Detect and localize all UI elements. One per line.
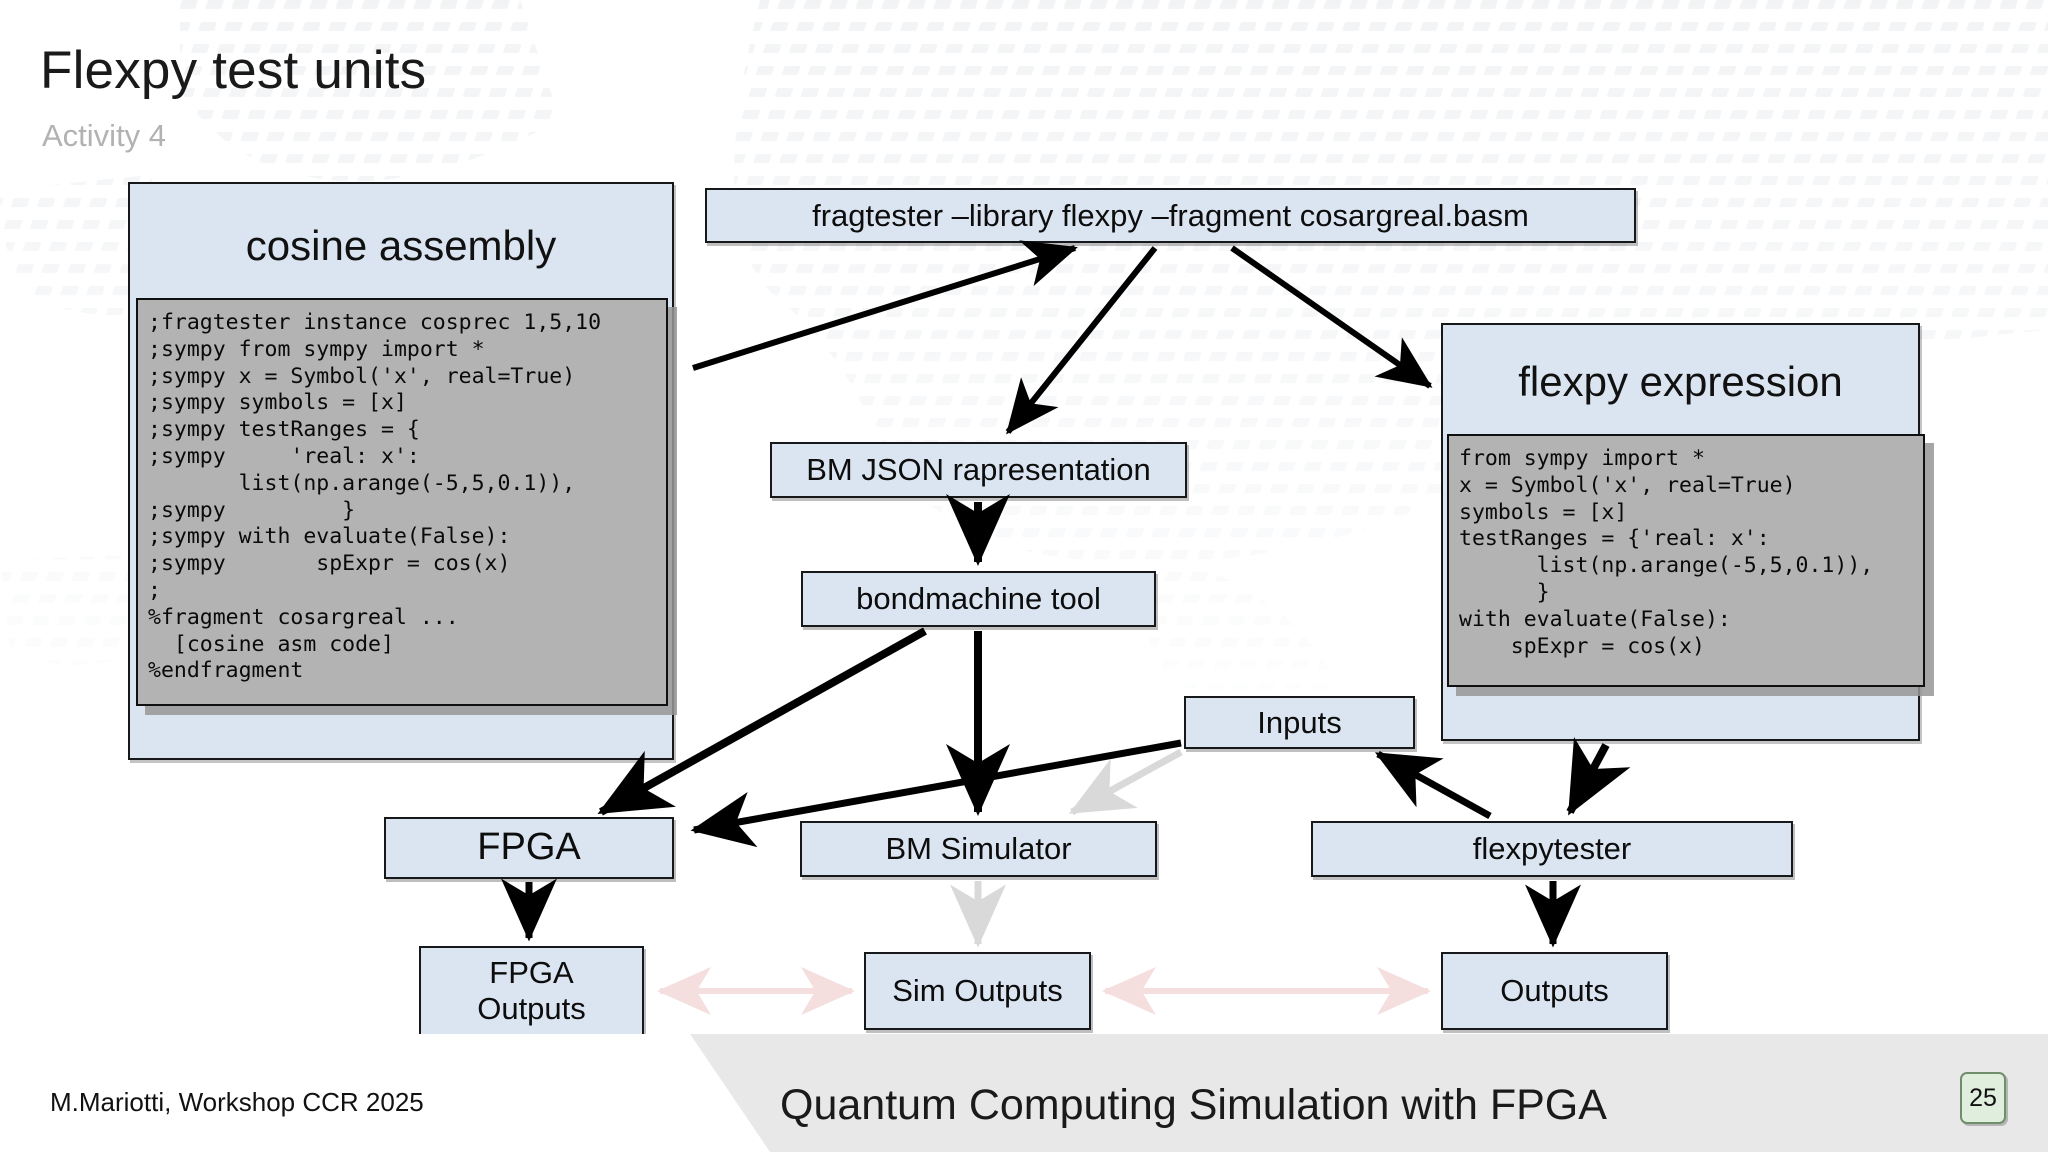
box-fpga[interactable]: FPGA <box>384 817 674 879</box>
page-number-label: 25 <box>1969 1083 1997 1112</box>
arrow-cosine-assembly-to-command <box>692 240 1078 371</box>
box-inputs[interactable]: Inputs <box>1184 696 1415 749</box>
box-bondmachine-tool-label: bondmachine tool <box>856 581 1101 617</box>
box-bm-simulator[interactable]: BM Simulator <box>800 821 1157 877</box>
box-fpga-outputs-label: FPGA Outputs <box>477 955 586 1026</box>
arrow-flexpy-expression-to-flexpytester <box>1566 736 1631 816</box>
box-outputs-label: Outputs <box>1500 973 1609 1009</box>
box-sim-outputs[interactable]: Sim Outputs <box>864 952 1091 1030</box>
box-outputs[interactable]: Outputs <box>1441 952 1668 1030</box>
panel-flexpy-expression-title: flexpy expression <box>1518 358 1843 405</box>
box-bondmachine-tool[interactable]: bondmachine tool <box>801 571 1156 627</box>
box-fpga-label: FPGA <box>477 826 581 869</box>
arrow-command-to-bm-json <box>1005 246 1158 435</box>
box-flexpytester[interactable]: flexpytester <box>1311 821 1793 877</box>
arrow-flexpytester-to-inputs <box>1374 750 1492 820</box>
box-fragtester-command[interactable]: fragtester –library flexpy –fragment cos… <box>705 188 1636 243</box>
box-fpga-outputs[interactable]: FPGA Outputs <box>419 946 644 1036</box>
arrow-command-to-flexpy-expression <box>1230 245 1433 389</box>
code-cosine-assembly: ;fragtester instance cosprec 1,5,10 ;sym… <box>136 298 668 706</box>
arrow-inputs-to-fpga <box>690 739 1182 848</box>
page-title: Flexpy test units <box>40 41 427 100</box>
footer-wedge <box>0 1034 770 1152</box>
page-subtitle: Activity 4 <box>42 118 167 153</box>
page-number-badge: 25 <box>1960 1072 2006 1124</box>
box-inputs-label: Inputs <box>1257 704 1342 740</box>
panel-cosine-assembly-title: cosine assembly <box>245 222 557 269</box>
box-bm-simulator-label: BM Simulator <box>885 831 1072 867</box>
box-sim-outputs-label: Sim Outputs <box>892 973 1063 1009</box>
footer-author: M.Mariotti, Workshop CCR 2025 <box>50 1087 424 1117</box>
box-bm-json-representation-label: BM JSON rapresentation <box>806 452 1151 488</box>
arrow-inputs-to-bm-simulator <box>1068 748 1183 816</box>
footer-presentation-title: Quantum Computing Simulation with FPGA <box>780 1081 1607 1129</box>
box-bm-json-representation[interactable]: BM JSON rapresentation <box>770 442 1187 498</box>
code-flexpy-expression: from sympy import * x = Symbol('x', real… <box>1447 434 1925 687</box>
box-flexpytester-label: flexpytester <box>1472 831 1632 867</box>
box-fragtester-command-label: fragtester –library flexpy –fragment cos… <box>812 197 1529 233</box>
